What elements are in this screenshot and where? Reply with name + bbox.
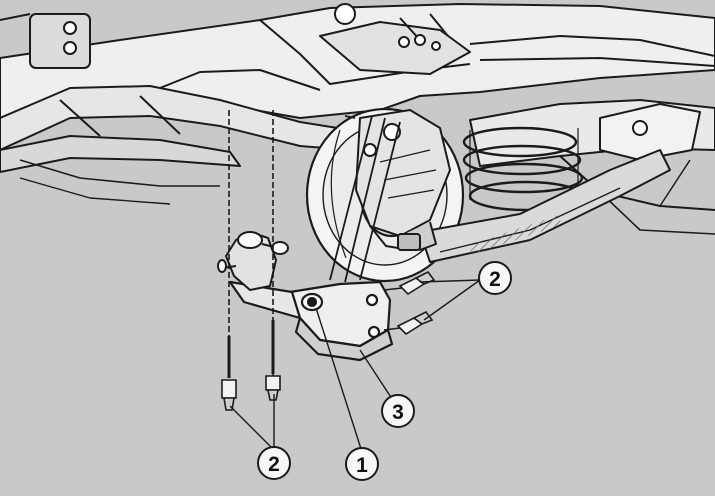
callout-number: 1 [356, 454, 368, 477]
callout-3: 3 [381, 394, 415, 428]
callout-2-lower: 2 [257, 446, 291, 480]
callout-1: 1 [345, 447, 379, 481]
callout-number: 2 [268, 453, 280, 476]
callout-number: 3 [392, 401, 404, 424]
stabilizer-link [217, 231, 289, 291]
callout-number: 2 [489, 268, 501, 291]
callout-2-upper: 2 [478, 261, 512, 295]
link-rods [329, 115, 401, 283]
long-bolts [221, 110, 281, 411]
crossmember-right [469, 99, 715, 235]
lower-control-arm [228, 280, 394, 362]
subframe-left [0, 85, 351, 205]
trailing-arm [419, 149, 671, 263]
